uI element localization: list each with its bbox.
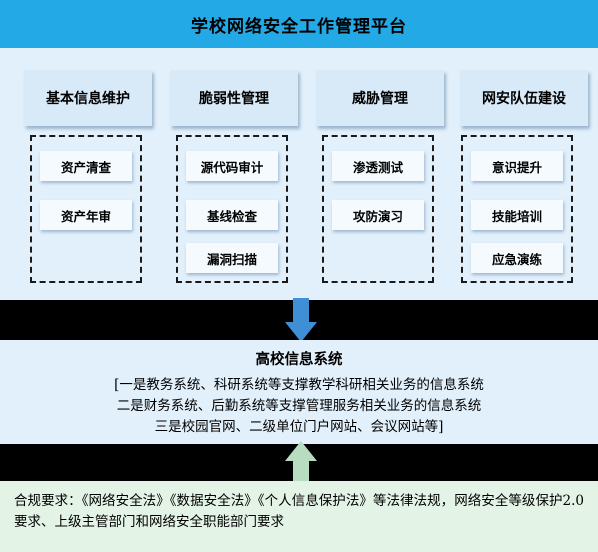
compliance-panel <box>0 481 598 552</box>
item-emergency-drill: 应急演练 <box>471 243 563 273</box>
platform-title: 学校网络安全工作管理平台 <box>0 0 598 48</box>
item-baseline-check: 基线检查 <box>186 200 278 230</box>
item-asset-inventory: 资产清查 <box>40 151 132 181</box>
module-vulnerability-box: 源代码审计 基线检查 漏洞扫描 <box>176 135 288 283</box>
module-team-box: 意识提升 技能培训 应急演练 <box>461 135 573 283</box>
systems-line-websites: 三是校园官网、二级单位门户网站、会议网站等] <box>154 419 444 435</box>
module-basic-info-header: 基本信息维护 <box>24 70 152 126</box>
item-source-code-audit: 源代码审计 <box>186 151 278 181</box>
up-arrow-icon <box>285 441 317 485</box>
down-arrow-icon <box>285 298 317 342</box>
systems-line-teaching: [一是教务系统、科研系统等支撑教学科研相关业务的信息系统 <box>114 377 484 393</box>
module-threat-box: 渗透测试 攻防演习 <box>322 135 434 283</box>
item-skills-training: 技能培训 <box>471 200 563 230</box>
item-asset-annual-review: 资产年审 <box>40 200 132 230</box>
systems-title: 高校信息系统 <box>255 351 343 368</box>
item-attack-defense-drill: 攻防演习 <box>332 200 424 230</box>
module-team-header: 网安队伍建设 <box>460 70 588 126</box>
module-vulnerability-header: 脆弱性管理 <box>170 70 298 126</box>
compliance-requirements-text: 合规要求：《网络安全法》《数据安全法》《个人信息保护法》等法律法规，网络安全等级… <box>14 493 584 530</box>
systems-panel <box>0 340 598 444</box>
item-vulnerability-scan: 漏洞扫描 <box>186 243 278 273</box>
item-awareness-improvement: 意识提升 <box>471 151 563 181</box>
systems-line-management: 二是财务系统、后勤系统等支撑管理服务相关业务的信息系统 <box>116 398 482 414</box>
module-basic-info-box: 资产清查 资产年审 <box>30 135 142 283</box>
module-threat-header: 威胁管理 <box>316 70 444 126</box>
item-penetration-test: 渗透测试 <box>332 151 424 181</box>
